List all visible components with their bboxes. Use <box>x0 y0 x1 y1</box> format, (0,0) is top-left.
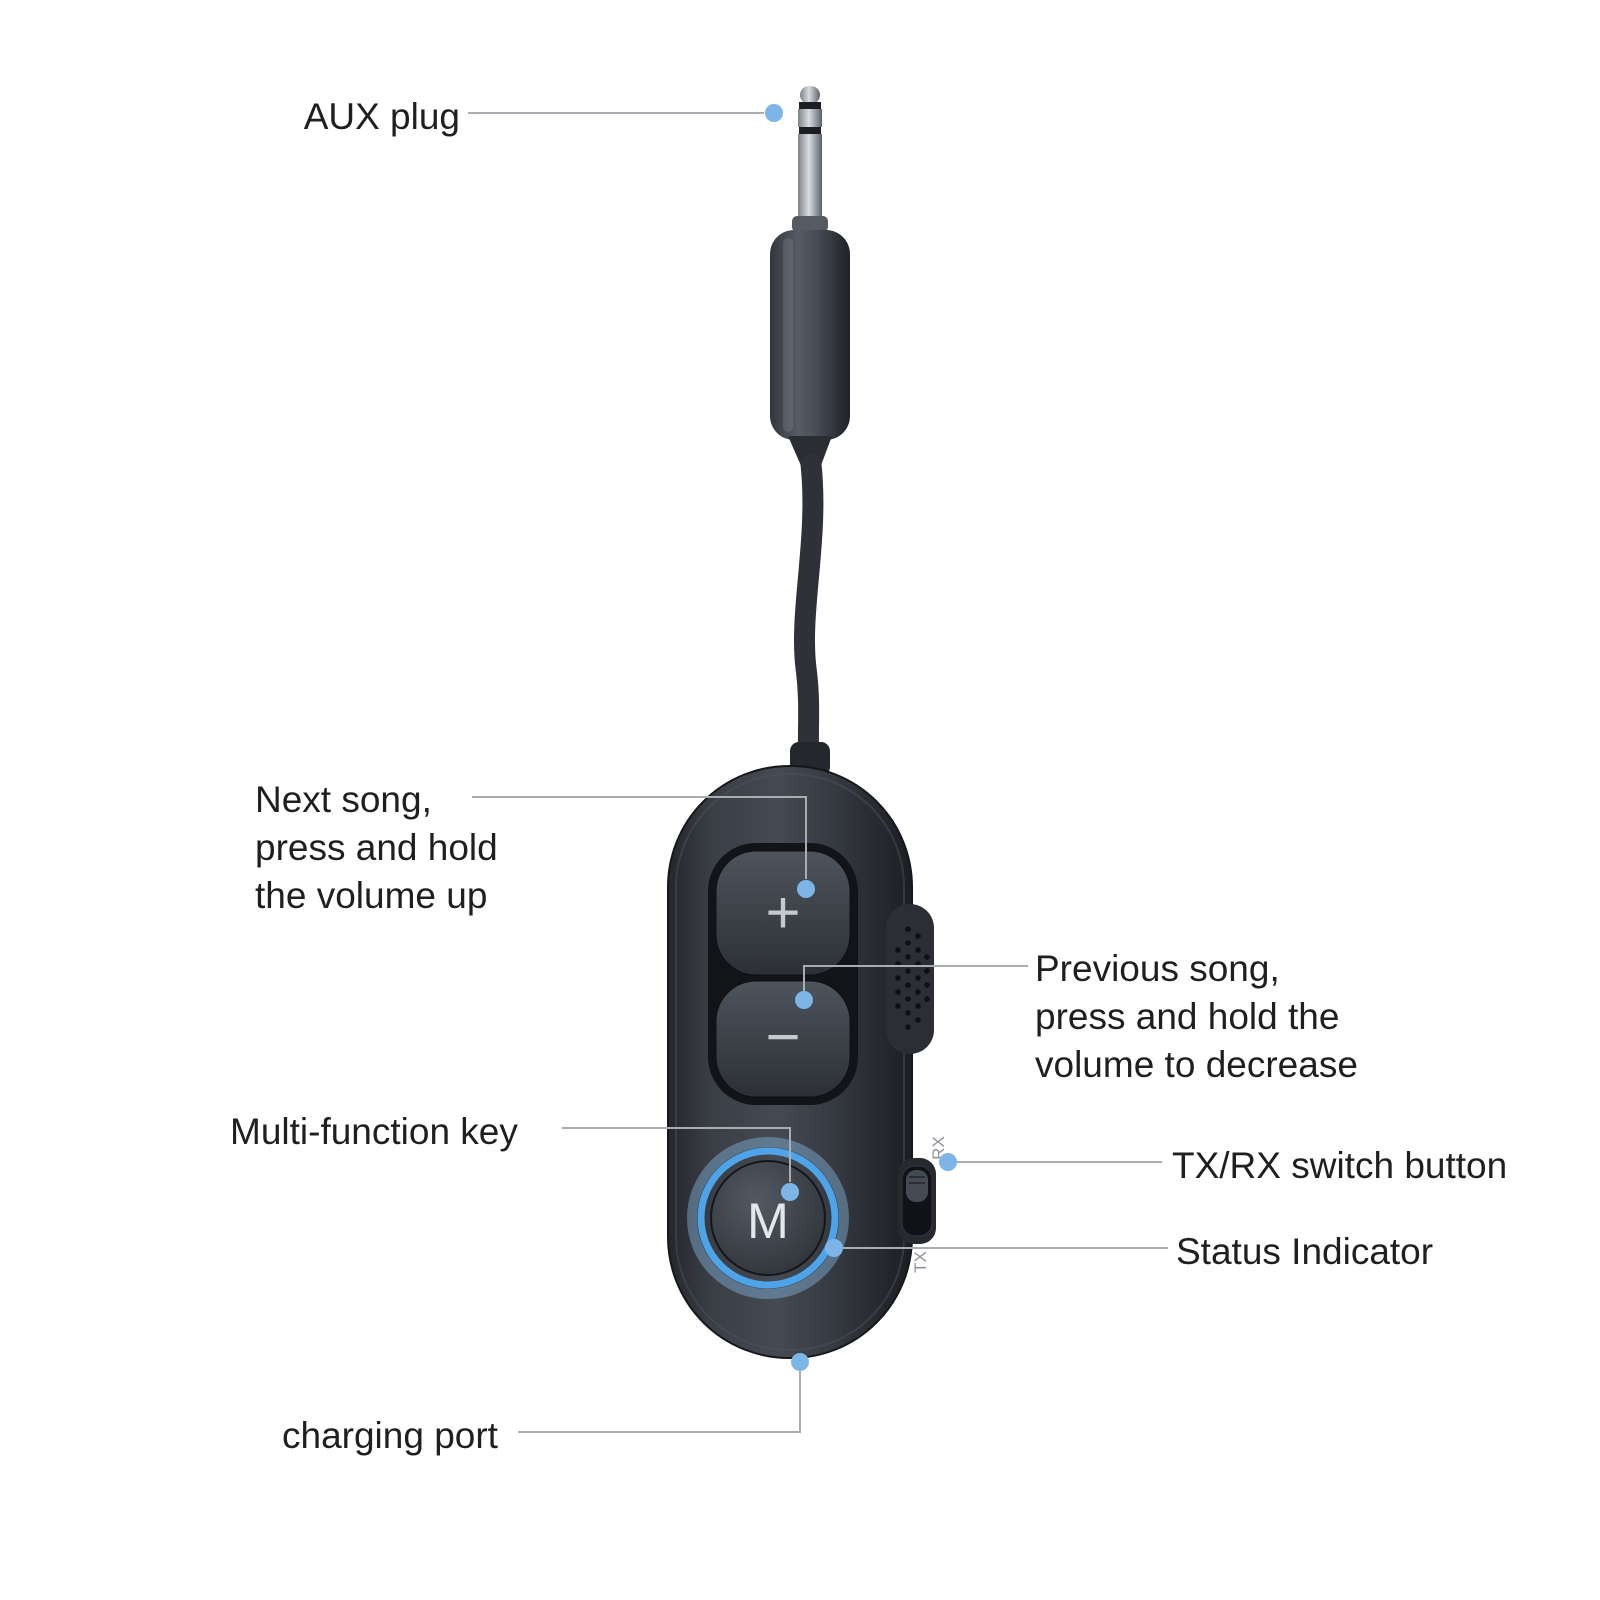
device-body-highlight <box>675 773 905 1351</box>
previous-song-line2: press and hold the <box>1035 996 1340 1037</box>
previous-song-label: Previous song, press and hold the volume… <box>1035 945 1358 1089</box>
switch-tx-label: TX <box>911 1251 930 1273</box>
callout-dot-aux-plug <box>765 104 783 122</box>
previous-song-line1: Previous song, <box>1035 948 1280 989</box>
volume-up-glyph: + <box>765 879 800 946</box>
next-song-line2: press and hold <box>255 827 498 868</box>
multi-function-glyph: M <box>747 1193 789 1249</box>
callout-dots <box>765 104 957 1371</box>
volume-down-button: − <box>715 980 851 1098</box>
tx-rx-switch-label: TX/RX switch button <box>1172 1145 1508 1186</box>
next-song-line1: Next song, <box>255 779 432 820</box>
callout-dot-next-song <box>797 880 815 898</box>
status-indicator-label: Status Indicator <box>1176 1231 1434 1272</box>
leader-line-charging <box>518 1371 801 1433</box>
multi-function-button: M <box>687 1137 849 1299</box>
device-illustration: + − RX TX M <box>667 86 948 1359</box>
callout-lines <box>468 112 1168 1433</box>
previous-song-line3: volume to decrease <box>1035 1044 1358 1085</box>
volume-up-button: + <box>715 850 851 976</box>
cable <box>794 453 824 771</box>
next-song-label: Next song, press and hold the volume up <box>255 776 498 920</box>
side-panel <box>886 904 934 1054</box>
callout-dot-previous-song <box>795 991 813 1009</box>
status-indicator-glow <box>687 1137 849 1299</box>
jack-housing <box>770 230 850 468</box>
switch-rx-label: RX <box>929 1136 948 1160</box>
callout-dot-multi-function <box>781 1183 799 1201</box>
leader-line-previous-song <box>803 965 1028 991</box>
speaker-grille-icon <box>895 926 930 1030</box>
aux-plug-label: AUX plug <box>303 96 460 137</box>
multi-function-key-label: Multi-function key <box>230 1111 518 1152</box>
charging-port-label: charging port <box>282 1415 498 1456</box>
aux-plug-icon <box>792 86 828 232</box>
leader-line-multi-function <box>562 1127 791 1182</box>
status-indicator-ring <box>697 1147 839 1289</box>
callout-dot-tx-rx <box>939 1153 957 1171</box>
callout-dot-charging <box>791 1353 809 1371</box>
tx-rx-switch-icon: RX TX <box>898 1136 948 1273</box>
volume-down-glyph: − <box>765 1003 800 1070</box>
leader-line-next-song <box>472 796 807 879</box>
next-song-line3: the volume up <box>255 875 488 916</box>
callout-dot-status <box>825 1239 843 1257</box>
